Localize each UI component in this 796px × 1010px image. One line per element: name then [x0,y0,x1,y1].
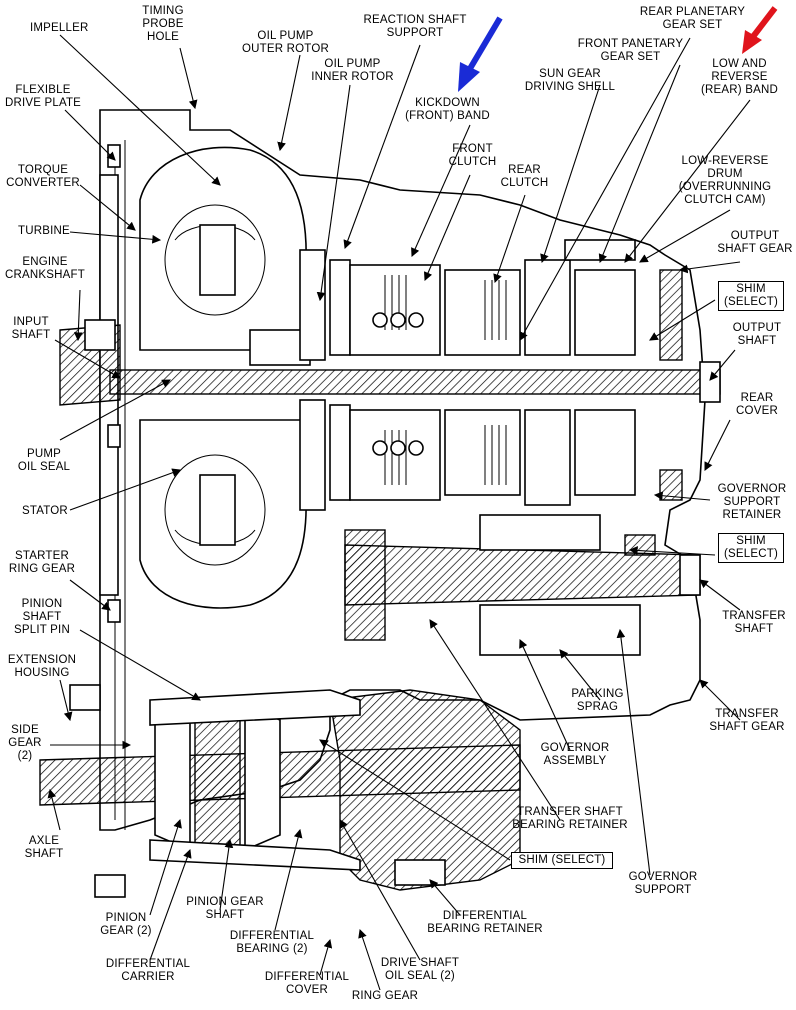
label-sun-gear-driving-shell: SUN GEAR DRIVING SHELL [524,68,616,93]
label-kickdown-front-band: KICKDOWN (FRONT) BAND [405,97,490,122]
leader-lines [47,34,751,991]
label-side-gear: SIDE GEAR (2) [8,724,42,762]
front-clutch [349,264,441,501]
label-reaction-shaft-support: REACTION SHAFT SUPPORT [363,14,467,39]
label-torque-converter: TORQUE CONVERTER [6,164,80,189]
label-transfer-shaft-bearing-retainer: TRANSFER SHAFT BEARING RETAINER [512,806,628,831]
label-differential-carrier: DIFFERENTIAL CARRIER [105,958,191,983]
label-rear-planetary-gear-set: REAR PLANETARY GEAR SET [639,6,746,31]
low-reverse-highlight-arrow [742,6,778,54]
torque-converter [139,146,307,609]
label-governor-assembly: GOVERNOR ASSEMBLY [540,742,610,767]
kickdown-highlight-arrow [458,16,503,92]
label-differential-cover: DIFFERENTIAL COVER [264,971,350,996]
label-pump-oil-seal: PUMP OIL SEAL [17,448,71,473]
label-output-shaft: OUTPUT SHAFT [732,322,782,347]
label-axle-shaft: AXLE SHAFT [24,835,64,860]
label-pinion-gear-shaft: PINION GEAR SHAFT [186,896,264,921]
label-oil-pump-inner-rotor: OIL PUMP INNER ROTOR [311,58,394,83]
label-impeller: IMPELLER [30,22,89,34]
label-stator: STATOR [22,505,68,517]
planetary-gear-sets [524,239,683,506]
label-low-and-reverse-rear-band: LOW AND REVERSE (REAR) BAND [701,58,778,96]
label-input-shaft: INPUT SHAFT [11,316,51,341]
differential [39,684,521,898]
label-engine-crankshaft: ENGINE CRANKSHAFT [5,256,85,281]
label-ring-gear: RING GEAR [351,990,419,1002]
label-front-panetary-gear-set: FRONT PANETARY GEAR SET [577,38,684,63]
label-oil-pump-outer-rotor: OIL PUMP OUTER ROTOR [242,30,329,55]
label-starter-ring-gear: STARTER RING GEAR [8,550,76,575]
oil-pump [249,249,351,511]
label-front-clutch: FRONT CLUTCH [448,143,497,168]
label-output-shaft-gear: OUTPUT SHAFT GEAR [717,230,793,255]
rear-clutch [444,269,521,496]
label-low-reverse-drum: LOW-REVERSE DRUM (OVERRUNNING CLUTCH CAM… [678,155,772,206]
label-shim-select-1: SHIM (SELECT) [718,281,784,311]
label-differential-bearing-retainer: DIFFERENTIAL BEARING RETAINER [427,910,543,935]
label-parking-sprag: PARKING SPRAG [571,688,624,713]
label-turbine: TURBINE [18,225,70,237]
label-transfer-shaft: TRANSFER SHAFT [722,610,786,635]
label-differential-bearing: DIFFERENTIAL BEARING (2) [229,930,315,955]
label-pinion-gear: PINION GEAR (2) [100,912,152,937]
transfer-shaft [344,514,701,656]
label-governor-support-retainer: GOVERNOR SUPPORT RETAINER [717,483,787,521]
label-flexible-drive-plate: FLEXIBLE DRIVE PLATE [4,84,82,109]
label-timing-probe-hole: TIMING PROBE HOLE [142,5,184,43]
label-pinion-shaft-split-pin: PINION SHAFT SPLIT PIN [14,598,70,636]
label-shim-select-3: SHIM (SELECT) [511,852,613,869]
label-shim-select-2: SHIM (SELECT) [718,533,784,563]
flex-plate-crankshaft [59,144,121,623]
label-transfer-shaft-gear: TRANSFER SHAFT GEAR [709,708,785,733]
label-drive-shaft-oil-seal: DRIVE SHAFT OIL SEAL (2) [380,957,460,982]
label-rear-clutch: REAR CLUTCH [500,164,549,189]
main-shaft [109,361,721,403]
label-governor-support: GOVERNOR SUPPORT [628,871,698,896]
label-rear-cover: REAR COVER [736,392,778,417]
label-extension-housing: EXTENSION HOUSING [7,654,77,679]
